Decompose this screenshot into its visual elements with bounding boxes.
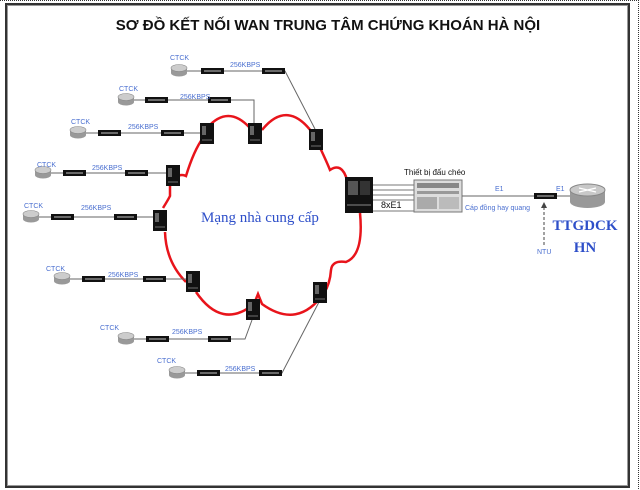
router-icon [117,332,135,345]
e1-left-label: E1 [495,186,504,193]
modem-icon [262,68,285,74]
provider-switch-icon [309,129,323,150]
speed-label: 256KBPS [225,366,256,373]
arrow-up-icon [541,202,547,208]
cross-connect-label: Thiết bị đấu chéo [404,168,466,177]
site-label: CTCK [119,86,138,93]
branch-4: CTCK 256KBPS [34,162,180,186]
modem-icon [63,170,86,176]
branch-2: CTCK 256KBPS [117,86,262,144]
modem-icon [114,214,137,220]
branch-7: CTCK 256KBPS [100,299,260,345]
core-switch [345,177,373,213]
branch-5: CTCK 256KBPS [22,203,167,231]
speed-label: 256KBPS [128,124,159,131]
cloud-label: Mạng nhà cung cấp [201,210,319,226]
site-label: CTCK [24,203,43,210]
hq-name-line2: HN [574,240,597,256]
site-label: CTCK [170,55,189,62]
ntu-label: NTU [537,249,551,256]
cross-connect-device [413,179,463,213]
router-icon [170,64,188,77]
site-label: CTCK [37,162,56,169]
modem-icon [145,97,168,103]
ntu-modem [534,193,557,199]
link-line [126,99,255,123]
modem-icon [161,130,184,136]
speed-label: 256KBPS [180,94,211,101]
modem-icon [146,336,169,342]
modem-icon [201,68,224,74]
modem-icon [259,370,282,376]
speed-label: 256KBPS [92,165,123,172]
provider-switch-icon [313,282,327,303]
modem-icon [82,276,105,282]
branch-8: CTCK 256KBPS [157,282,327,379]
modem-icon [51,214,74,220]
router-icon [53,272,71,285]
diagram-frame [5,3,630,488]
speed-label: 256KBPS [172,329,203,336]
e1-right-label: E1 [556,186,565,193]
provider-switch-icon [246,299,260,320]
router-icon [34,166,52,179]
provider-switch-icon [186,271,200,292]
cable-label: Cáp đồng hay quang [465,203,530,212]
branch-3: CTCK 256KBPS [69,119,214,144]
speed-label: 256KBPS [81,205,112,212]
modem-icon [143,276,166,282]
site-label: CTCK [46,266,65,273]
modem-icon [98,130,121,136]
diagram-title: SƠ ĐỒ KẾT NỐI WAN TRUNG TÂM CHỨNG KHOÁN … [116,16,540,34]
modem-icon [208,336,231,342]
modem-icon [125,170,148,176]
site-label: CTCK [71,119,90,126]
site-label: CTCK [100,325,119,332]
speed-label: 256KBPS [108,272,139,279]
hq-name-line1: TTGDCK [552,218,617,234]
branch-6: CTCK 256KBPS [46,266,200,292]
modem-icon [197,370,220,376]
router-icon [69,126,87,139]
provider-switch-icon [153,210,167,231]
provider-switch-icon [166,165,180,186]
trunk-lines [373,184,414,212]
hq-router-icon [569,183,606,208]
provider-switch-icon [248,123,262,144]
speed-label: 256KBPS [230,62,261,69]
trunk-label: 8xE1 [381,200,402,210]
router-icon [168,366,186,379]
site-label: CTCK [157,358,176,365]
branch-1: CTCK 256KBPS [170,55,323,150]
provider-switch-icon [200,123,214,144]
router-icon [117,93,135,106]
modem-icon [208,97,231,103]
router-icon [22,210,40,223]
